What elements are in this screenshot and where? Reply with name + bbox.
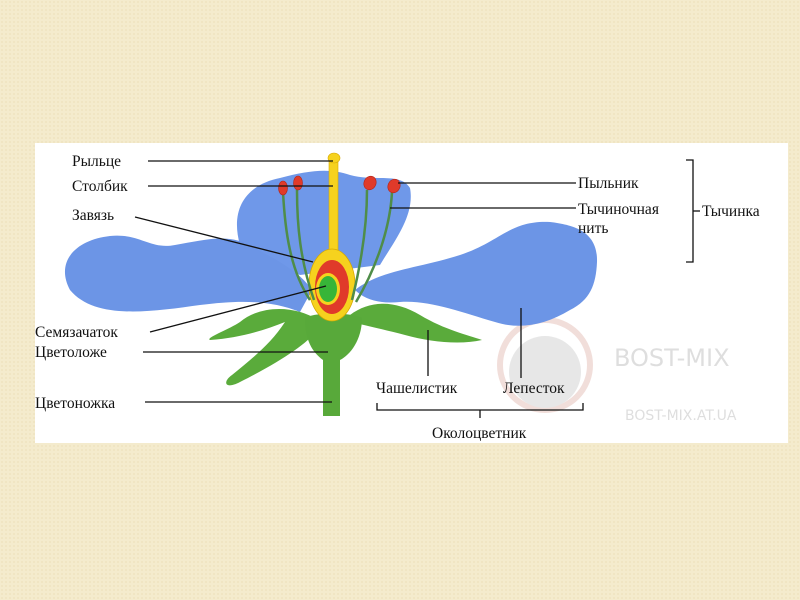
label-sepal: Чашелистик: [376, 380, 458, 397]
style-shape: [328, 159, 339, 256]
stamens: [281, 189, 394, 303]
watermark-brand: BOST-MIX: [614, 344, 730, 372]
watermark: BOST-MIX BOST-MIX.AT.UA: [497, 317, 737, 424]
petals: [64, 170, 598, 326]
anther-1: [278, 180, 288, 196]
anther-4: [387, 178, 401, 194]
stem: [323, 350, 340, 416]
label-receptacle: Цветоложе: [35, 344, 107, 361]
label-perianth: Околоцветник: [432, 425, 527, 442]
label-filament-1: Тычиночная: [578, 201, 659, 218]
right-sepal: [350, 303, 482, 343]
filament-4: [354, 191, 394, 303]
label-style: Столбик: [72, 178, 128, 195]
label-pedicel: Цветоножка: [35, 395, 115, 412]
label-ovule: Семязачаток: [35, 324, 118, 341]
ovule-shape: [319, 276, 337, 302]
label-stigma: Рыльце: [72, 153, 121, 170]
anther-2: [293, 175, 303, 191]
sepals: [209, 303, 482, 416]
label-filament-2: нить: [578, 220, 608, 237]
label-anther: Пыльник: [578, 175, 639, 192]
filament-3: [350, 189, 369, 301]
right-petal: [355, 221, 598, 326]
labels: Рыльце Столбик Завязь Семязачаток Цветол…: [35, 153, 760, 442]
label-petal: Лепесток: [503, 380, 565, 397]
pistil: [308, 152, 356, 322]
ovule-line: [149, 285, 327, 333]
receptacle-shape: [305, 313, 362, 360]
label-ovary: Завязь: [72, 207, 114, 224]
left-sepal: [209, 308, 318, 386]
left-petal: [64, 235, 312, 312]
filament-2: [295, 189, 316, 301]
anther-3: [363, 175, 377, 191]
filament-1: [281, 191, 312, 301]
watermark-logo-face: [509, 336, 581, 408]
label-stamen: Тычинка: [702, 203, 760, 220]
ovary-line: [134, 216, 314, 263]
leader-lines: [134, 159, 700, 418]
watermark-site: BOST-MIX.AT.UA: [625, 408, 737, 424]
